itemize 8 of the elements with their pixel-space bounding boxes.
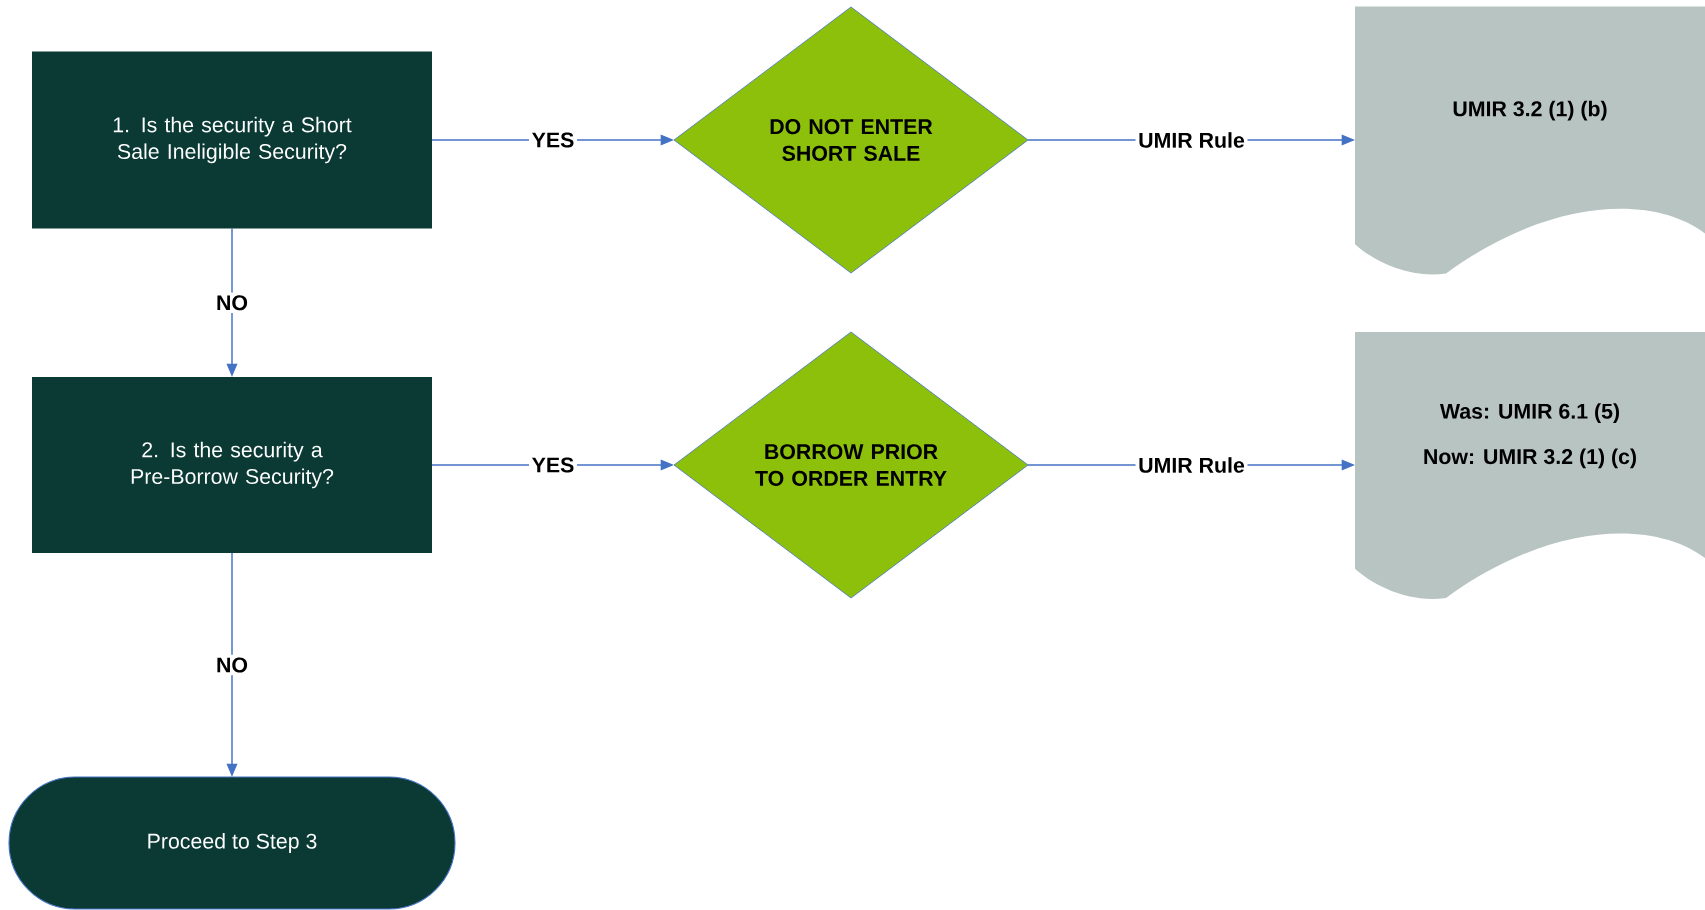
edge-label: UMIR Rule — [1135, 454, 1248, 476]
edge-label: NO — [213, 654, 251, 676]
edge-label: YES — [529, 129, 577, 151]
edge-label: YES — [529, 454, 577, 476]
edge-label: UMIR Rule — [1135, 129, 1248, 151]
edge-label: NO — [213, 292, 251, 313]
decision-box: 1. Is the security a Short Sale Ineligible Security? — [32, 51, 432, 229]
decision-box: 2. Is the security a Pre-Borrow Security? — [32, 377, 432, 553]
